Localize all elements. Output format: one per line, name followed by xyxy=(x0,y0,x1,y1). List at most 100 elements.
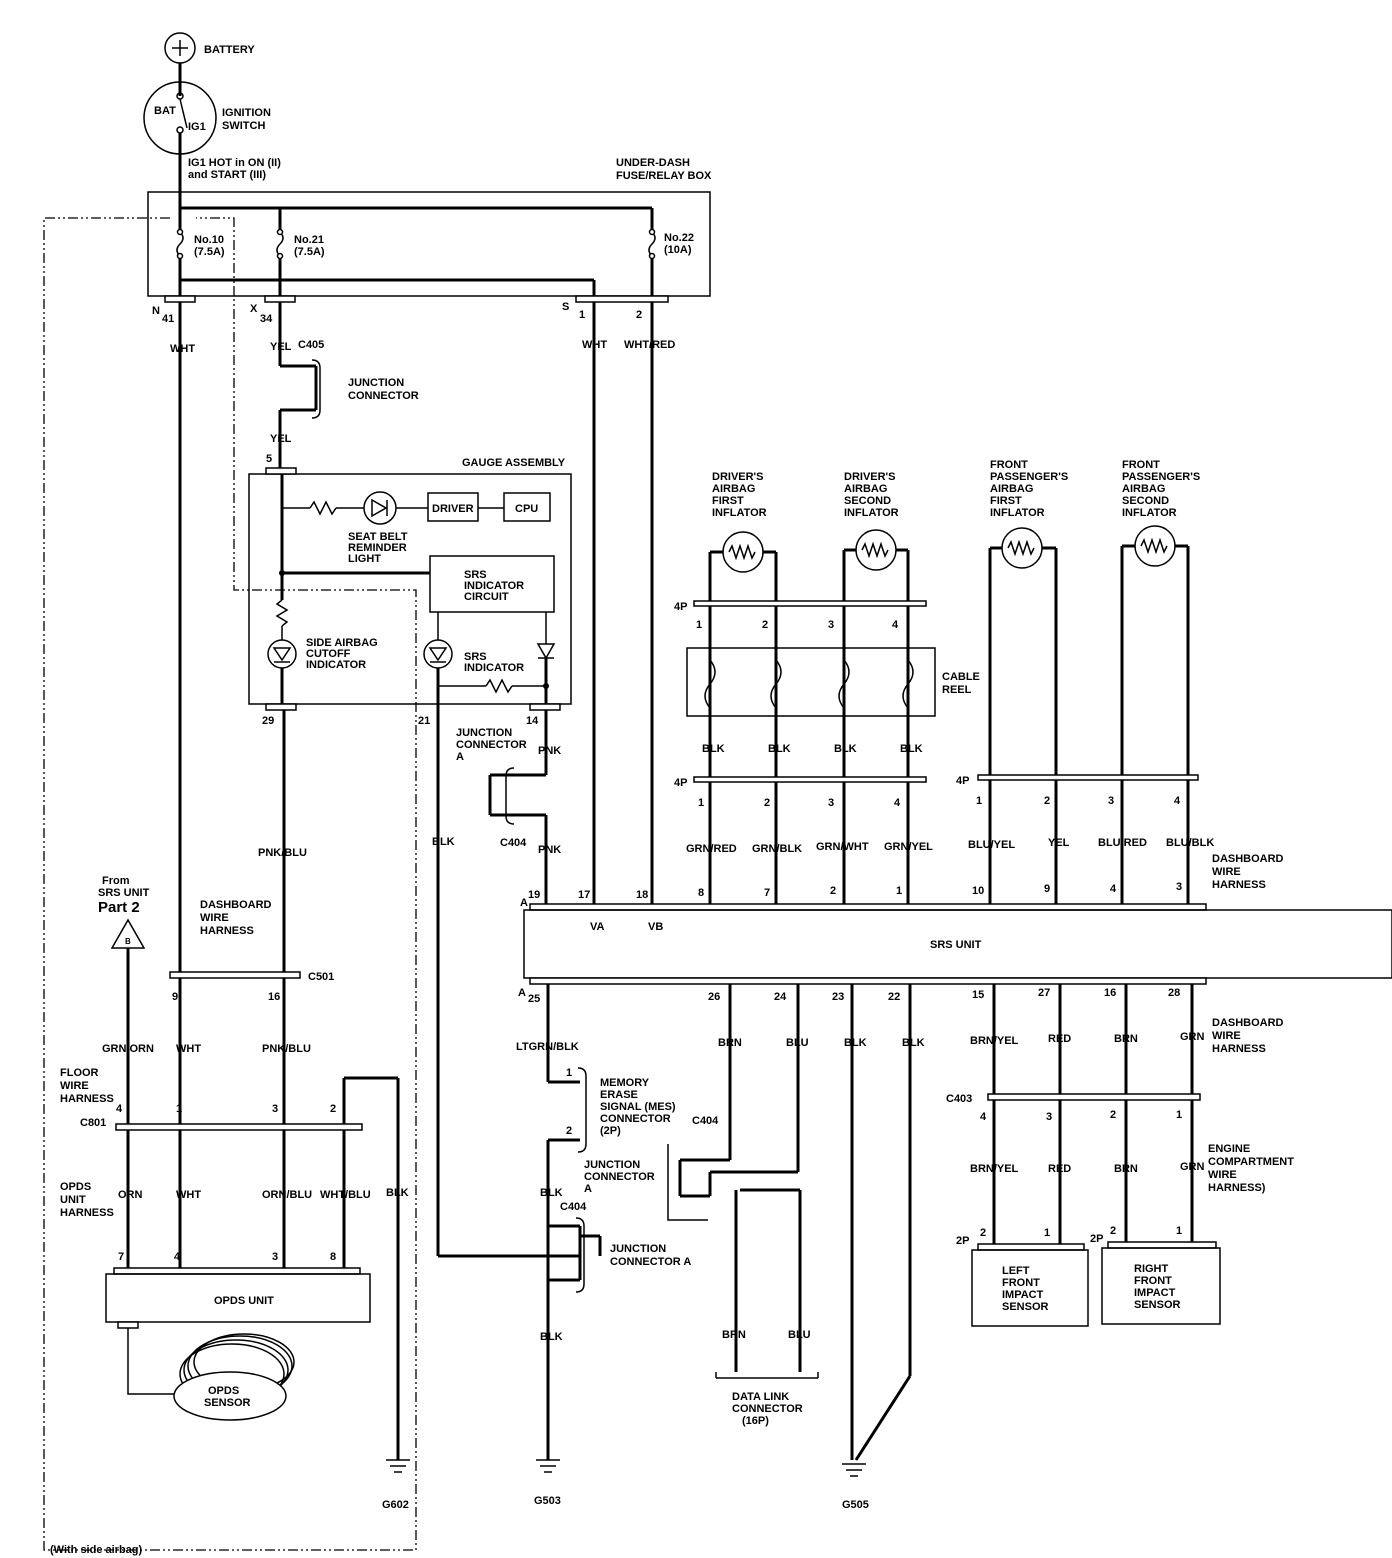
connector-c405: C405 xyxy=(298,339,324,351)
svg-text:1: 1 xyxy=(1176,1225,1182,1237)
svg-text:VA: VA xyxy=(590,921,605,933)
svg-text:10: 10 xyxy=(972,885,984,897)
battery-label: BATTERY xyxy=(204,44,255,56)
wire-wht-opds: WHT xyxy=(176,1189,201,1201)
svg-text:15: 15 xyxy=(972,989,984,1001)
svg-text:1: 1 xyxy=(1044,1227,1050,1239)
svg-text:GRN: GRN xyxy=(1180,1031,1205,1043)
connector-c403-bar xyxy=(987,1093,1201,1101)
wire-wht-red-s2: WHT/RED xyxy=(624,339,675,351)
svg-text:8: 8 xyxy=(330,1251,336,1263)
svg-text:4: 4 xyxy=(1174,795,1181,807)
svg-text:BLK: BLK xyxy=(540,1331,563,1343)
svg-text:19: 19 xyxy=(528,889,540,901)
svg-text:BLK: BLK xyxy=(702,743,725,755)
svg-text:3: 3 xyxy=(1046,1111,1052,1123)
svg-text:BLU/YEL: BLU/YEL xyxy=(968,839,1015,851)
svg-text:3: 3 xyxy=(272,1103,278,1115)
ig1-terminal-label: IG1 xyxy=(188,121,206,133)
driver-box xyxy=(427,492,479,522)
svg-text:3: 3 xyxy=(272,1251,278,1263)
svg-text:7: 7 xyxy=(118,1251,124,1263)
svg-text:RED: RED xyxy=(1048,1163,1071,1175)
svg-text:2P: 2P xyxy=(956,1235,969,1247)
wire-pnk-blu-gauge: PNK/BLU xyxy=(258,847,307,859)
pin-s: S xyxy=(562,301,569,313)
wire-blk-gauge: BLK xyxy=(432,836,455,848)
ground-g602: G602 xyxy=(382,1459,410,1511)
svg-text:2: 2 xyxy=(1044,795,1050,807)
wire-wht-s1: WHT xyxy=(582,339,607,351)
svg-text:16: 16 xyxy=(268,991,280,1003)
pin-n: N xyxy=(152,305,160,317)
svg-text:BRN/YEL: BRN/YEL xyxy=(970,1035,1019,1047)
connector-4p-pass: 4P xyxy=(956,775,969,787)
svg-text:4: 4 xyxy=(1110,883,1117,895)
connector-c801-bar xyxy=(115,1123,363,1131)
ground-g505: G505 xyxy=(842,1463,869,1511)
connector-c404-mid: C404 xyxy=(560,1201,587,1213)
svg-text:2P: 2P xyxy=(1090,1233,1103,1245)
svg-text:OPDS UNIT: OPDS UNIT xyxy=(214,1295,274,1307)
svg-text:3: 3 xyxy=(1108,795,1114,807)
wire-yel-bottom: YEL xyxy=(270,433,292,445)
wire-wht-n41: WHT xyxy=(170,343,195,355)
connector-4p-top: 4P xyxy=(674,601,687,613)
junction-connector-a-c404 xyxy=(548,1217,602,1293)
connector-c404-lower: C404 xyxy=(692,1115,719,1127)
svg-text:1: 1 xyxy=(976,795,982,807)
svg-text:27: 27 xyxy=(1038,987,1050,999)
svg-text:16: 16 xyxy=(1104,987,1116,999)
svg-text:No.10(7.5A): No.10(7.5A) xyxy=(194,234,225,258)
pin-x: X xyxy=(250,303,258,315)
svg-text:1: 1 xyxy=(176,1103,182,1115)
svg-text:BRN: BRN xyxy=(1114,1163,1138,1175)
svg-text:BLU/RED: BLU/RED xyxy=(1098,837,1147,849)
svg-text:BLK: BLK xyxy=(902,1037,925,1049)
svg-text:2: 2 xyxy=(830,885,836,897)
svg-text:2: 2 xyxy=(1110,1225,1116,1237)
pin-g21: 21 xyxy=(418,715,430,727)
svg-text:2: 2 xyxy=(762,619,768,631)
svg-text:1: 1 xyxy=(696,619,702,631)
svg-text:23: 23 xyxy=(832,991,844,1003)
connector-c801: C801 xyxy=(80,1117,106,1129)
svg-text:GRN/YEL: GRN/YEL xyxy=(884,841,933,853)
svg-text:ORN/BLU: ORN/BLU xyxy=(262,1189,312,1201)
svg-text:BLK: BLK xyxy=(900,743,923,755)
part-2-label: Part 2 xyxy=(98,899,140,916)
svg-text:28: 28 xyxy=(1168,987,1180,999)
svg-text:9: 9 xyxy=(1044,883,1050,895)
svg-text:2: 2 xyxy=(980,1227,986,1239)
svg-text:BLK: BLK xyxy=(540,1187,563,1199)
off-page-triangle: B xyxy=(110,918,146,949)
pin-g5: 5 xyxy=(266,453,272,465)
svg-text:BRN: BRN xyxy=(718,1037,742,1049)
wire-yel-top: YEL xyxy=(270,341,292,353)
svg-text:25: 25 xyxy=(528,993,540,1005)
svg-text:26: 26 xyxy=(708,991,720,1003)
